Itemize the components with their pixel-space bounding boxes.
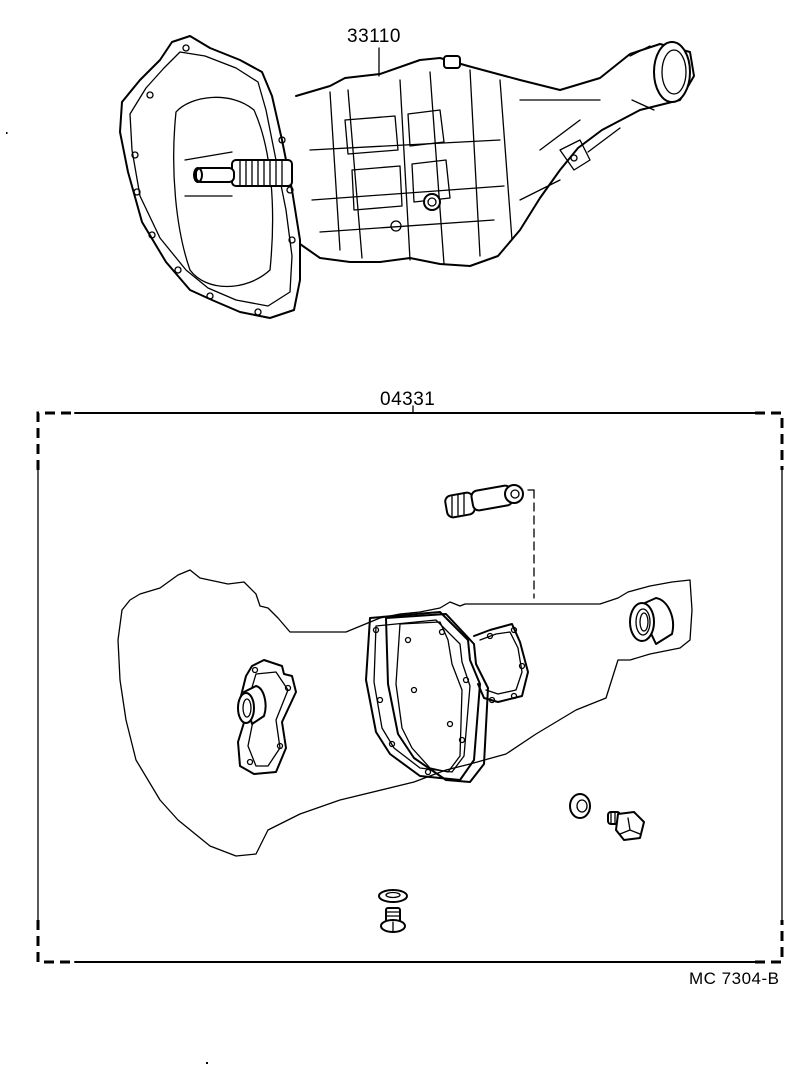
kit-enclosure-box: [36, 411, 784, 964]
front-retainer-gasket-drawing: [237, 659, 297, 775]
transmission-assembly-drawing: [119, 35, 695, 319]
figure-code: MC 7304-B: [689, 969, 780, 988]
drain-plug-drawing: [607, 811, 645, 841]
speedometer-sleeve-drawing: [444, 484, 524, 519]
rear-oil-seal-drawing: [629, 597, 674, 645]
part-label-04331: 04331: [380, 389, 436, 410]
case-gasket-drawing: [365, 611, 489, 783]
scan-speck: [206, 1062, 208, 1064]
filler-plug-gasket-drawing: [378, 889, 408, 903]
transmission-phantom-outline: [117, 569, 693, 857]
kit-components: [237, 484, 674, 933]
extension-gasket-drawing: [473, 623, 529, 704]
scan-speck: [6, 132, 8, 134]
part-label-33110: 33110: [347, 26, 401, 47]
drain-plug-gasket-drawing: [569, 793, 591, 819]
filler-plug-drawing: [380, 907, 406, 933]
